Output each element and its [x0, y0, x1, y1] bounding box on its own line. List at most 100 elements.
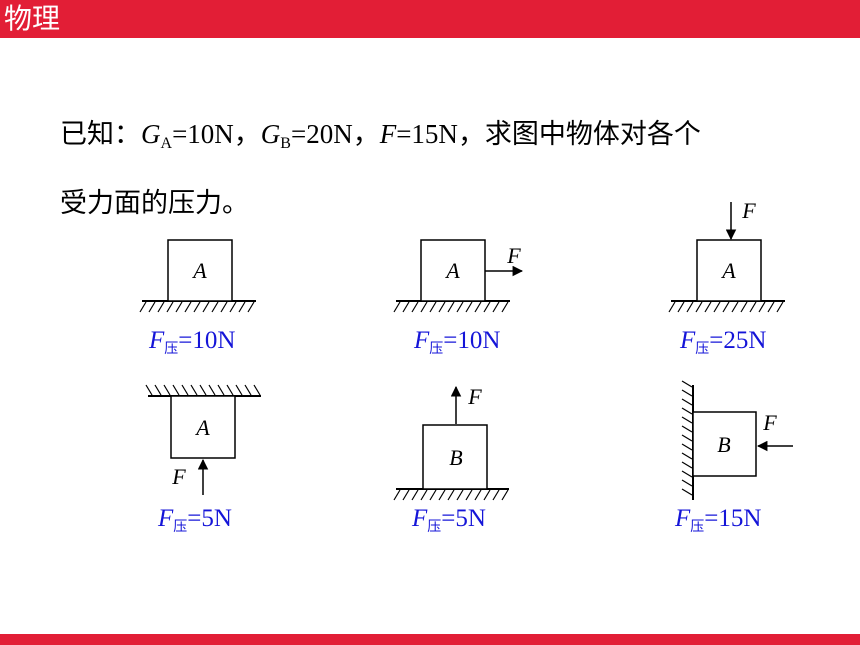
hatch-stroke	[456, 489, 464, 501]
answer-6: F压=15N	[675, 505, 761, 536]
hatch-stroke	[429, 301, 437, 313]
hatch-stroke	[148, 301, 156, 313]
ceiling-hatch	[145, 384, 261, 396]
answer-symbol: F	[675, 505, 691, 532]
hatch-stroke	[456, 301, 464, 313]
answer-symbol: F	[414, 327, 430, 354]
hatch-stroke	[681, 416, 693, 424]
ga-value: =10N	[172, 119, 234, 149]
hatch-stroke	[402, 489, 410, 501]
diagram-4: A F	[145, 384, 261, 495]
answer-symbol: F	[158, 505, 174, 532]
hatch-stroke	[681, 398, 693, 406]
block-a	[167, 239, 233, 302]
hatch-stroke	[677, 301, 685, 313]
diagram-6: B F	[681, 380, 793, 500]
hatch-stroke	[713, 301, 721, 313]
floor-hatch	[139, 301, 255, 313]
force-label: F	[506, 243, 521, 268]
hatch-stroke	[776, 301, 784, 313]
hatch-stroke	[420, 301, 428, 313]
hatch-stroke	[175, 301, 183, 313]
hatch-stroke	[704, 301, 712, 313]
wall-hatch	[681, 380, 693, 496]
hatch-stroke	[465, 301, 473, 313]
hatch-stroke	[501, 489, 509, 501]
header-bar: 物理	[0, 0, 860, 38]
separator: ，	[352, 119, 380, 150]
hatch-stroke	[420, 489, 428, 501]
hatch-stroke	[217, 384, 225, 396]
block-b	[692, 411, 757, 477]
answer-4: F压=5N	[158, 505, 232, 536]
hatch-stroke	[411, 489, 419, 501]
question-text: 已知：GA=10N，GB=20N，F=15N，求图中物体对各个 受力面的压力。	[60, 104, 840, 234]
floor-hatch	[668, 301, 784, 313]
footer-bar	[0, 634, 860, 645]
ga-symbol: G	[141, 119, 161, 149]
hatch-stroke	[681, 380, 693, 388]
hatch-stroke	[166, 301, 174, 313]
block-label: B	[717, 432, 730, 457]
answer-value: =25N	[709, 327, 767, 354]
hatch-stroke	[238, 301, 246, 313]
hatch-stroke	[154, 384, 162, 396]
hatch-stroke	[681, 425, 693, 433]
separator: ，	[233, 119, 261, 150]
hatch-stroke	[681, 488, 693, 496]
f-value: =15N	[396, 119, 458, 149]
hatch-stroke	[474, 489, 482, 501]
hatch-stroke	[211, 301, 219, 313]
hatch-stroke	[157, 301, 165, 313]
answer-value: =15N	[704, 505, 762, 532]
block-a	[420, 239, 486, 302]
hatch-stroke	[681, 434, 693, 442]
diagram-5: B F	[393, 384, 509, 501]
answer-1: F压=10N	[149, 327, 235, 358]
hatch-stroke	[208, 384, 216, 396]
hatch-stroke	[447, 489, 455, 501]
gb-subscript: B	[280, 135, 291, 152]
hatch-stroke	[749, 301, 757, 313]
answer-subscript: 压	[695, 341, 710, 357]
hatch-stroke	[465, 489, 473, 501]
question-line-2: 受力面的压力。	[60, 188, 249, 219]
hatch-stroke	[220, 301, 228, 313]
hatch-stroke	[190, 384, 198, 396]
question-prefix: 已知：	[60, 119, 141, 150]
hatch-stroke	[193, 301, 201, 313]
ga-subscript: A	[160, 135, 173, 152]
hatch-stroke	[681, 461, 693, 469]
block-label: A	[191, 258, 207, 283]
hatch-stroke	[695, 301, 703, 313]
hatch-stroke	[402, 301, 410, 313]
hatch-stroke	[501, 301, 509, 313]
gb-value: =20N	[290, 119, 353, 149]
hatch-stroke	[229, 301, 237, 313]
force-label: F	[762, 410, 777, 435]
answer-symbol: F	[680, 327, 696, 354]
block-b	[422, 424, 488, 490]
hatch-stroke	[145, 384, 153, 396]
diagram-1: A	[139, 239, 256, 313]
answer-subscript: 压	[164, 341, 179, 357]
hatch-stroke	[767, 301, 775, 313]
answer-5: F压=5N	[412, 505, 486, 536]
hatch-stroke	[184, 301, 192, 313]
block-label: A	[194, 415, 210, 440]
hatch-stroke	[483, 301, 491, 313]
hatch-stroke	[740, 301, 748, 313]
answer-symbol: F	[149, 327, 165, 354]
hatch-stroke	[199, 384, 207, 396]
hatch-stroke	[235, 384, 243, 396]
answer-subscript: 压	[427, 519, 442, 535]
answer-2: F压=10N	[414, 327, 500, 358]
hatch-stroke	[172, 384, 180, 396]
hatch-stroke	[253, 384, 261, 396]
diagram-2: A F	[393, 239, 524, 313]
hatch-stroke	[681, 479, 693, 487]
hatch-stroke	[758, 301, 766, 313]
diagram-3: A F	[668, 198, 785, 313]
question-line-1: 已知：GA=10N，GB=20N，F=15N，求图中物体对各个	[60, 104, 840, 174]
